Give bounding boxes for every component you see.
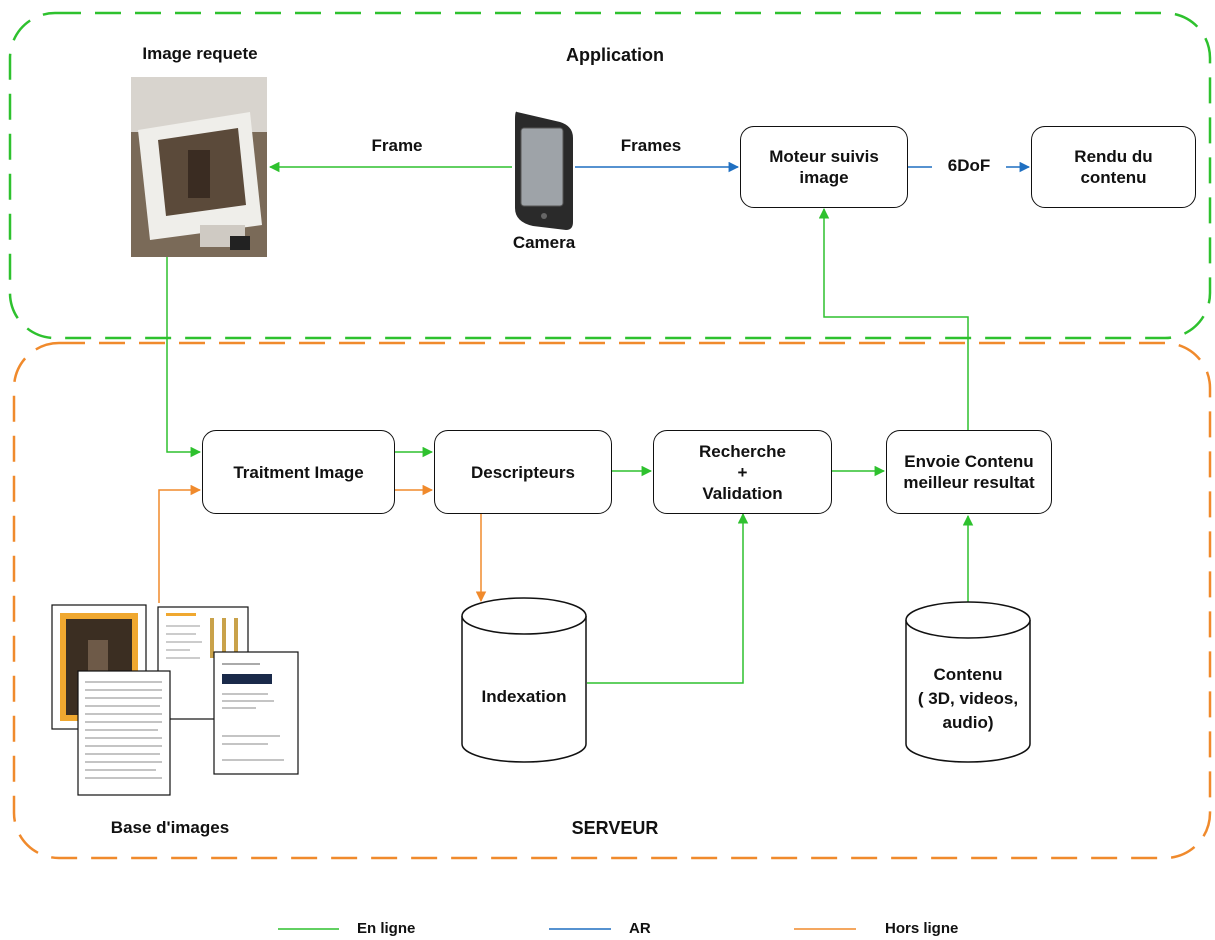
content-render-node: Rendu du contenu [1031,126,1196,208]
query-to-processing-edge [166,257,202,458]
camera-label: Camera [512,233,576,252]
legend-ar-label: AR [629,920,651,937]
server-title: SERVEUR [571,818,659,838]
application-group-border [8,11,1212,340]
descriptors-node: Descripteurs [434,430,612,514]
contenu-label: Contenu ( 3D, videos, audio) [917,665,1019,732]
smartphone-icon [515,111,573,230]
send-to-tracker-edge [818,207,969,430]
image-requete-label: Image requete [142,44,258,63]
tracking-engine-node: Moteur suivis image [740,126,908,208]
photo-thumbnail [131,77,267,257]
contenu-database [905,601,1031,763]
indexation-database [461,597,587,763]
legend-offline-label: Hors ligne [885,920,959,937]
sixdof-label: 6DoF [932,156,1006,176]
indexation-label: Indexation [481,687,567,706]
send-best-result-node: Envoie Contenu meilleur resultat [886,430,1052,514]
frames-label: Frames [620,136,682,155]
index-to-search-edge [587,512,749,684]
base-images-label: Base d'images [110,818,230,837]
frame-label: Frame [371,136,423,155]
search-validation-node: Recherche + Validation [653,430,832,514]
server-group-border [12,341,1212,860]
document-stack-icon [51,604,299,796]
application-title: Application [566,45,664,65]
legend-online-label: En ligne [357,920,416,937]
base-to-processing-edge [158,484,202,603]
image-processing-node: Traitment Image [202,430,395,514]
